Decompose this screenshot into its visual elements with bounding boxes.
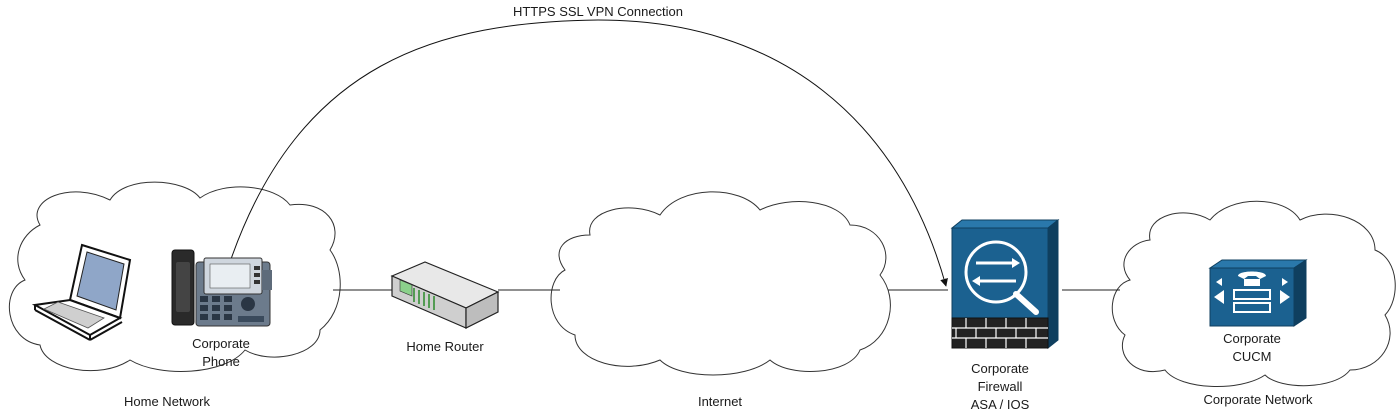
cucm-label: Corporate CUCM <box>1223 331 1281 364</box>
ip-phone-icon <box>171 249 272 327</box>
phone-label: Corporate Phone <box>192 336 250 369</box>
corporate-network-label: Corporate Network <box>1203 392 1313 407</box>
internet-label: Internet <box>697 394 743 409</box>
home-router-icon <box>390 261 500 329</box>
cucm-icon <box>1208 259 1308 327</box>
home-network-label: Home Network <box>124 394 210 409</box>
laptop-icon <box>31 243 132 341</box>
home-router-label: Home Router <box>406 339 484 354</box>
vpn-connection-label: HTTPS SSL VPN Connection <box>512 4 684 19</box>
internet-cloud <box>550 191 891 376</box>
firewall-label: Corporate Firewall ASA / IOS <box>970 361 1030 412</box>
vpn-arc <box>229 19 948 287</box>
firewall-icon <box>950 218 1060 350</box>
